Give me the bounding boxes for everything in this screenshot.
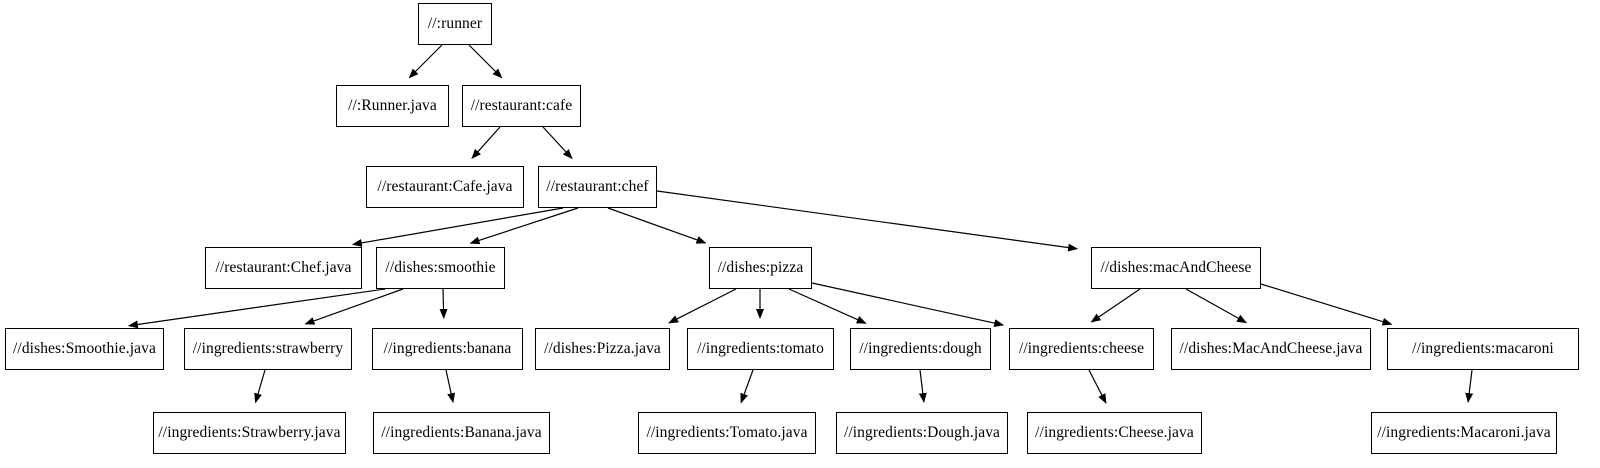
- node-label: //dishes:smoothie: [385, 259, 496, 277]
- node-label: //:Runner.java: [348, 97, 437, 115]
- graph-node-strawberry[interactable]: //ingredients:strawberry: [184, 328, 352, 370]
- graph-node-banana_java[interactable]: //ingredients:Banana.java: [373, 412, 550, 454]
- graph-node-strawberry_java[interactable]: //ingredients:Strawberry.java: [153, 412, 346, 454]
- node-label: //ingredients:strawberry: [192, 340, 344, 358]
- node-label: //restaurant:Cafe.java: [377, 178, 513, 196]
- node-label: //ingredients:Tomato.java: [646, 424, 808, 442]
- node-label: //ingredients:banana: [383, 340, 512, 358]
- graph-node-smoothie_java[interactable]: //dishes:Smoothie.java: [5, 328, 164, 370]
- node-label: //restaurant:chef: [546, 178, 649, 196]
- node-label: //restaurant:cafe: [470, 97, 573, 115]
- graph-node-runner[interactable]: //:runner: [418, 3, 492, 45]
- graph-node-cafe[interactable]: //restaurant:cafe: [462, 85, 581, 127]
- node-label: //ingredients:Banana.java: [381, 424, 542, 442]
- node-label: //ingredients:Dough.java: [843, 424, 1001, 442]
- node-label: //ingredients:macaroni: [1412, 340, 1554, 358]
- graph-node-tomato_java[interactable]: //ingredients:Tomato.java: [638, 412, 816, 454]
- graph-node-macaroni[interactable]: //ingredients:macaroni: [1387, 328, 1579, 370]
- node-label: //ingredients:Macaroni.java: [1377, 424, 1551, 442]
- graph-node-dough[interactable]: //ingredients:dough: [850, 328, 991, 370]
- graph-node-cheese[interactable]: //ingredients:cheese: [1009, 328, 1154, 370]
- graph-node-chef[interactable]: //restaurant:chef: [538, 166, 657, 208]
- graph-node-cheese_java[interactable]: //ingredients:Cheese.java: [1027, 412, 1202, 454]
- node-label: //ingredients:Cheese.java: [1035, 424, 1194, 442]
- node-label: //:runner: [427, 15, 483, 33]
- graph-node-tomato[interactable]: //ingredients:tomato: [687, 328, 834, 370]
- node-label: //ingredients:Strawberry.java: [158, 424, 341, 442]
- graph-node-macandcheese_java[interactable]: //dishes:MacAndCheese.java: [1171, 328, 1371, 370]
- node-label: //dishes:Smoothie.java: [13, 340, 156, 358]
- node-label: //ingredients:dough: [859, 340, 982, 358]
- graph-node-dough_java[interactable]: //ingredients:Dough.java: [836, 412, 1008, 454]
- node-label: //dishes:MacAndCheese.java: [1179, 340, 1363, 358]
- graph-node-cafe_java[interactable]: //restaurant:Cafe.java: [366, 166, 524, 208]
- graph-node-banana[interactable]: //ingredients:banana: [372, 328, 523, 370]
- graph-node-macaroni_java[interactable]: //ingredients:Macaroni.java: [1371, 412, 1557, 454]
- node-label: //dishes:macAndCheese: [1100, 259, 1252, 277]
- graph-node-chef_java[interactable]: //restaurant:Chef.java: [205, 247, 362, 289]
- node-label: //ingredients:cheese: [1018, 340, 1145, 358]
- graph-node-macAndCheese[interactable]: //dishes:macAndCheese: [1091, 247, 1261, 289]
- node-label: //dishes:pizza: [717, 259, 804, 277]
- graph-node-smoothie[interactable]: //dishes:smoothie: [376, 247, 505, 289]
- graph-node-runner_java[interactable]: //:Runner.java: [336, 85, 449, 127]
- node-label: //restaurant:Chef.java: [215, 259, 352, 277]
- node-label: //dishes:Pizza.java: [544, 340, 661, 358]
- graph-node-pizza_java[interactable]: //dishes:Pizza.java: [535, 328, 670, 370]
- node-label: //ingredients:tomato: [697, 340, 824, 358]
- graph-node-pizza[interactable]: //dishes:pizza: [709, 247, 812, 289]
